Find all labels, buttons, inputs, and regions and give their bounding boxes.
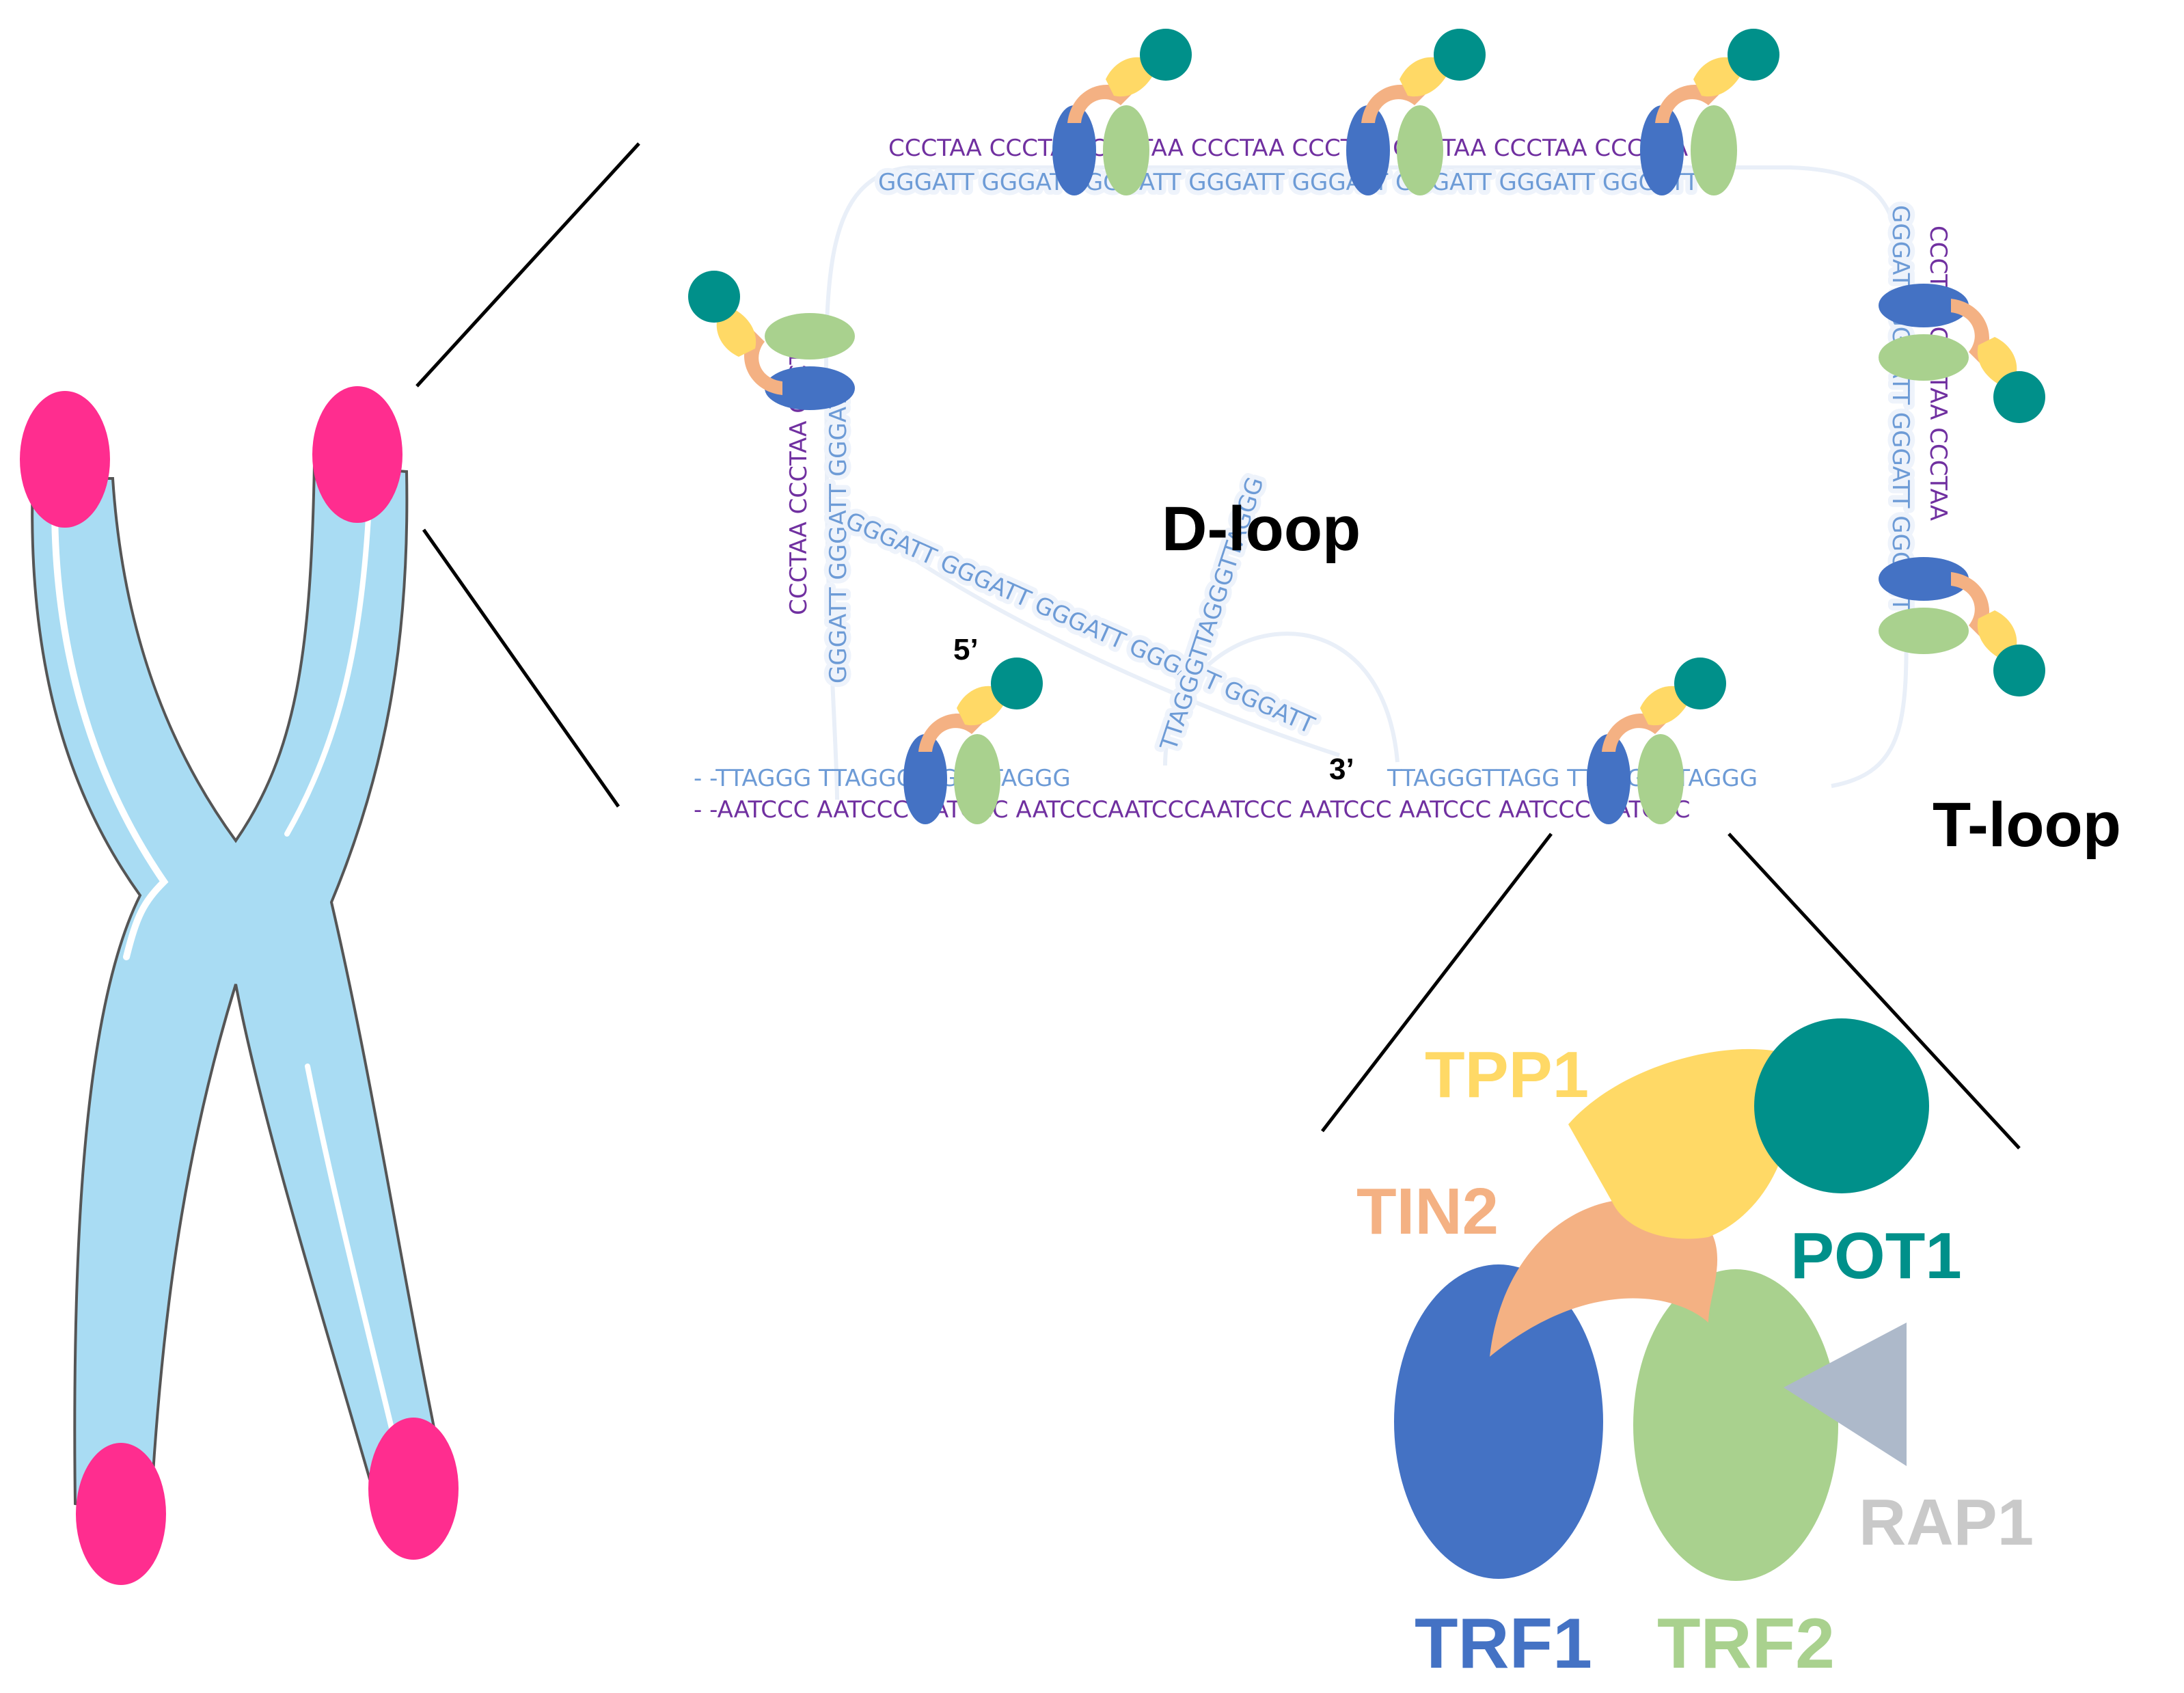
zoom-line [415,142,640,388]
d-loop-label: D-loop [1162,494,1361,564]
telomere-cap-top-right [312,386,402,523]
telomere-cap-top-left [20,391,110,528]
left-g-strand: GGGATT GGGATT GGGATT [825,380,852,683]
chromosome-body [31,463,453,1526]
telomere-cap-bottom-left [76,1443,166,1585]
pot1-shape [1754,1018,1929,1193]
dna-dloop-backbone [1163,632,1400,766]
dna-invading-backbone [839,504,1340,757]
telomere-cap-bottom-right [368,1418,459,1560]
bottom-g-strand-right: TTAGGGTTAGG TTAGGGTTAGGG [1387,765,1758,792]
tpp1-label: TPP1 [1425,1038,1589,1111]
rap1-shape [1784,1323,1907,1466]
zoom-line [1321,832,1553,1133]
tpp1-shape [1568,1048,1792,1239]
tin2-shape [1490,1198,1718,1357]
tin2-label: TIN2 [1356,1175,1499,1248]
trf1-label: TRF1 [1415,1604,1592,1683]
bottom-g-strand: - -TTAGGG TTAGGG GGGTTAGGG [694,765,1071,792]
five-prime-label: 5’ [953,633,979,666]
chromosome [20,386,459,1585]
three-prime-label: 3’ [1329,753,1354,786]
trf1-shape [1394,1264,1603,1579]
left-c-strand: CCCTAA CCCTAA CCCTAA [785,320,813,615]
trf2-label: TRF2 [1657,1604,1835,1683]
right-g-strand: GGGATT GGGATT GGGATT GGGATT [1887,205,1914,612]
top-c-strand: CCCTAA CCCTAA CCCTAA CCCTAA CCCTAA CCCTA… [888,135,1688,162]
dna-loop-backbone [824,165,1909,800]
shelterin-detail: TPP1 TIN2 POT1 RAP1 TRF1 TRF2 [1356,1018,2034,1683]
trf2-shape [1633,1269,1838,1581]
pot1-label: POT1 [1790,1219,1962,1292]
chromosome-highlight [51,502,169,960]
telomere-dna: - -TTAGGG TTAGGG GGGTTAGGG TTAGGGTTAGG T… [694,135,1952,824]
rap1-label: RAP1 [1859,1486,2034,1559]
shelterin-complex [1640,29,1779,195]
bottom-c-strand: - -AATCCC AATCCC AATCCC AATCCCAATCCCAATC… [694,796,1690,824]
chromosome-highlight [305,1064,406,1479]
top-g-strand: GGGATT GGGATT GGGATT GGGATT GGGATT GGGAT… [878,169,1699,196]
t-loop-label: T-loop [1933,790,2121,860]
zoom-line [422,528,620,808]
chromosome-highlight [284,503,372,837]
shelterin-complex [1587,658,1726,824]
shelterin-complex [1879,557,2045,696]
zoom-line [1728,832,2021,1150]
